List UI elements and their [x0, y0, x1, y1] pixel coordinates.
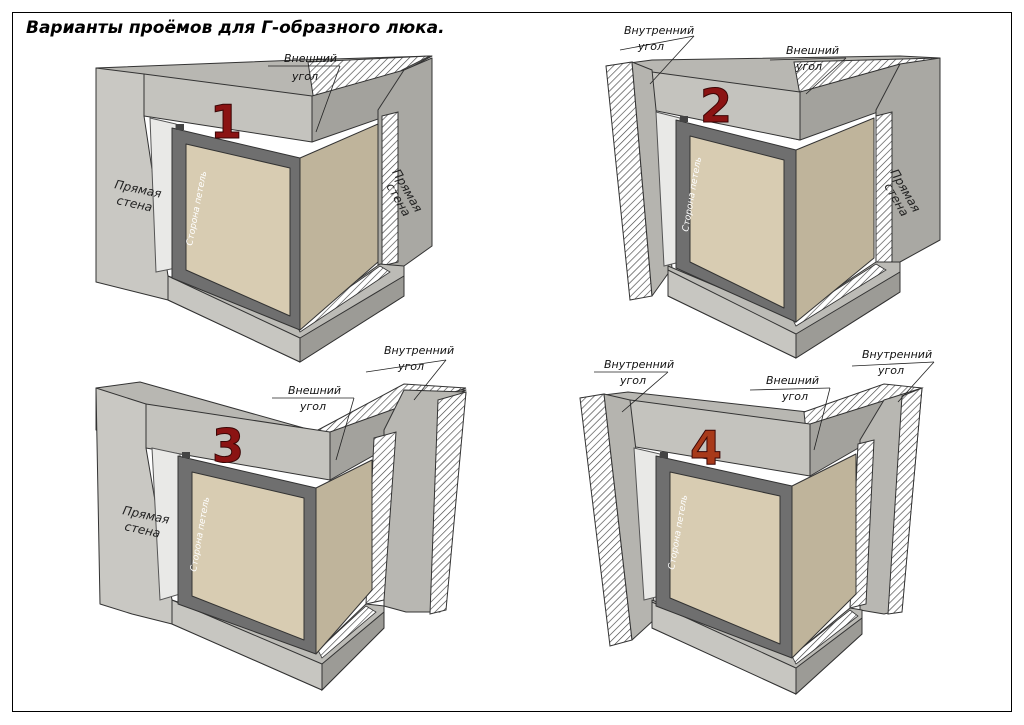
- sill-cut: [791, 609, 859, 665]
- hinge-top: [176, 124, 184, 130]
- variant-2: Сторона петель 2 Прямая стена Внутренний…: [605, 24, 941, 359]
- outer-corner-label: угол: [795, 60, 822, 73]
- page-title: Варианты проёмов для Г-образного люка.: [26, 18, 445, 38]
- outer-corner-label: Внешний: [786, 44, 839, 57]
- outer-corner-label: Внешний: [284, 52, 337, 65]
- wall-right-cut: [887, 387, 923, 615]
- inner-corner-label: Внутренний: [862, 348, 932, 361]
- variant-number: 1: [210, 95, 242, 149]
- sill-right: [795, 271, 901, 359]
- panel-side: [795, 117, 875, 323]
- panel-front: [669, 471, 781, 645]
- panel-front: [191, 471, 305, 641]
- inner-corner-label: угол: [637, 40, 664, 53]
- hinge-top: [680, 116, 688, 122]
- panel-front: [689, 135, 785, 309]
- variant-number: 3: [212, 419, 244, 473]
- wall-right-cut: [381, 111, 399, 267]
- sill-right: [321, 610, 385, 692]
- outer-corner-label: угол: [299, 400, 326, 413]
- sill-right: [795, 616, 863, 696]
- outer-corner-label: угол: [781, 390, 808, 403]
- outer-corner-label: угол: [291, 70, 318, 83]
- wall-right-cut: [429, 391, 467, 615]
- hinge-top: [660, 452, 668, 458]
- variant-number: 4: [690, 421, 722, 475]
- variant-1: Сторона петель 1 Прямая стена Прямая сте…: [95, 52, 433, 363]
- inner-corner-label: угол: [619, 374, 646, 387]
- sill-cut: [317, 605, 377, 659]
- panel-side: [791, 453, 857, 659]
- panel-side: [299, 123, 379, 331]
- sill-cut: [791, 263, 887, 327]
- panel-front: [185, 143, 291, 317]
- outer-corner-label: Внешний: [288, 384, 341, 397]
- inner-corner-label: Внутренний: [604, 358, 674, 371]
- outer-corner-label: Внешний: [766, 374, 819, 387]
- variant-number: 2: [700, 79, 732, 133]
- panel-side: [315, 459, 373, 655]
- inner-corner-label: Внутренний: [384, 344, 454, 357]
- inner-corner-label: угол: [397, 360, 424, 373]
- page-border: [12, 12, 1012, 712]
- sill-right: [299, 275, 405, 363]
- inner-corner-label: Внутренний: [624, 24, 694, 37]
- variant-3: Сторона петель 3 Прямая стена Внешний уг…: [95, 344, 467, 692]
- variant-4: Сторона петель 4 Внутренний угол Внешний…: [579, 348, 935, 696]
- inner-corner-label: угол: [877, 364, 904, 377]
- hinge-top: [182, 452, 190, 458]
